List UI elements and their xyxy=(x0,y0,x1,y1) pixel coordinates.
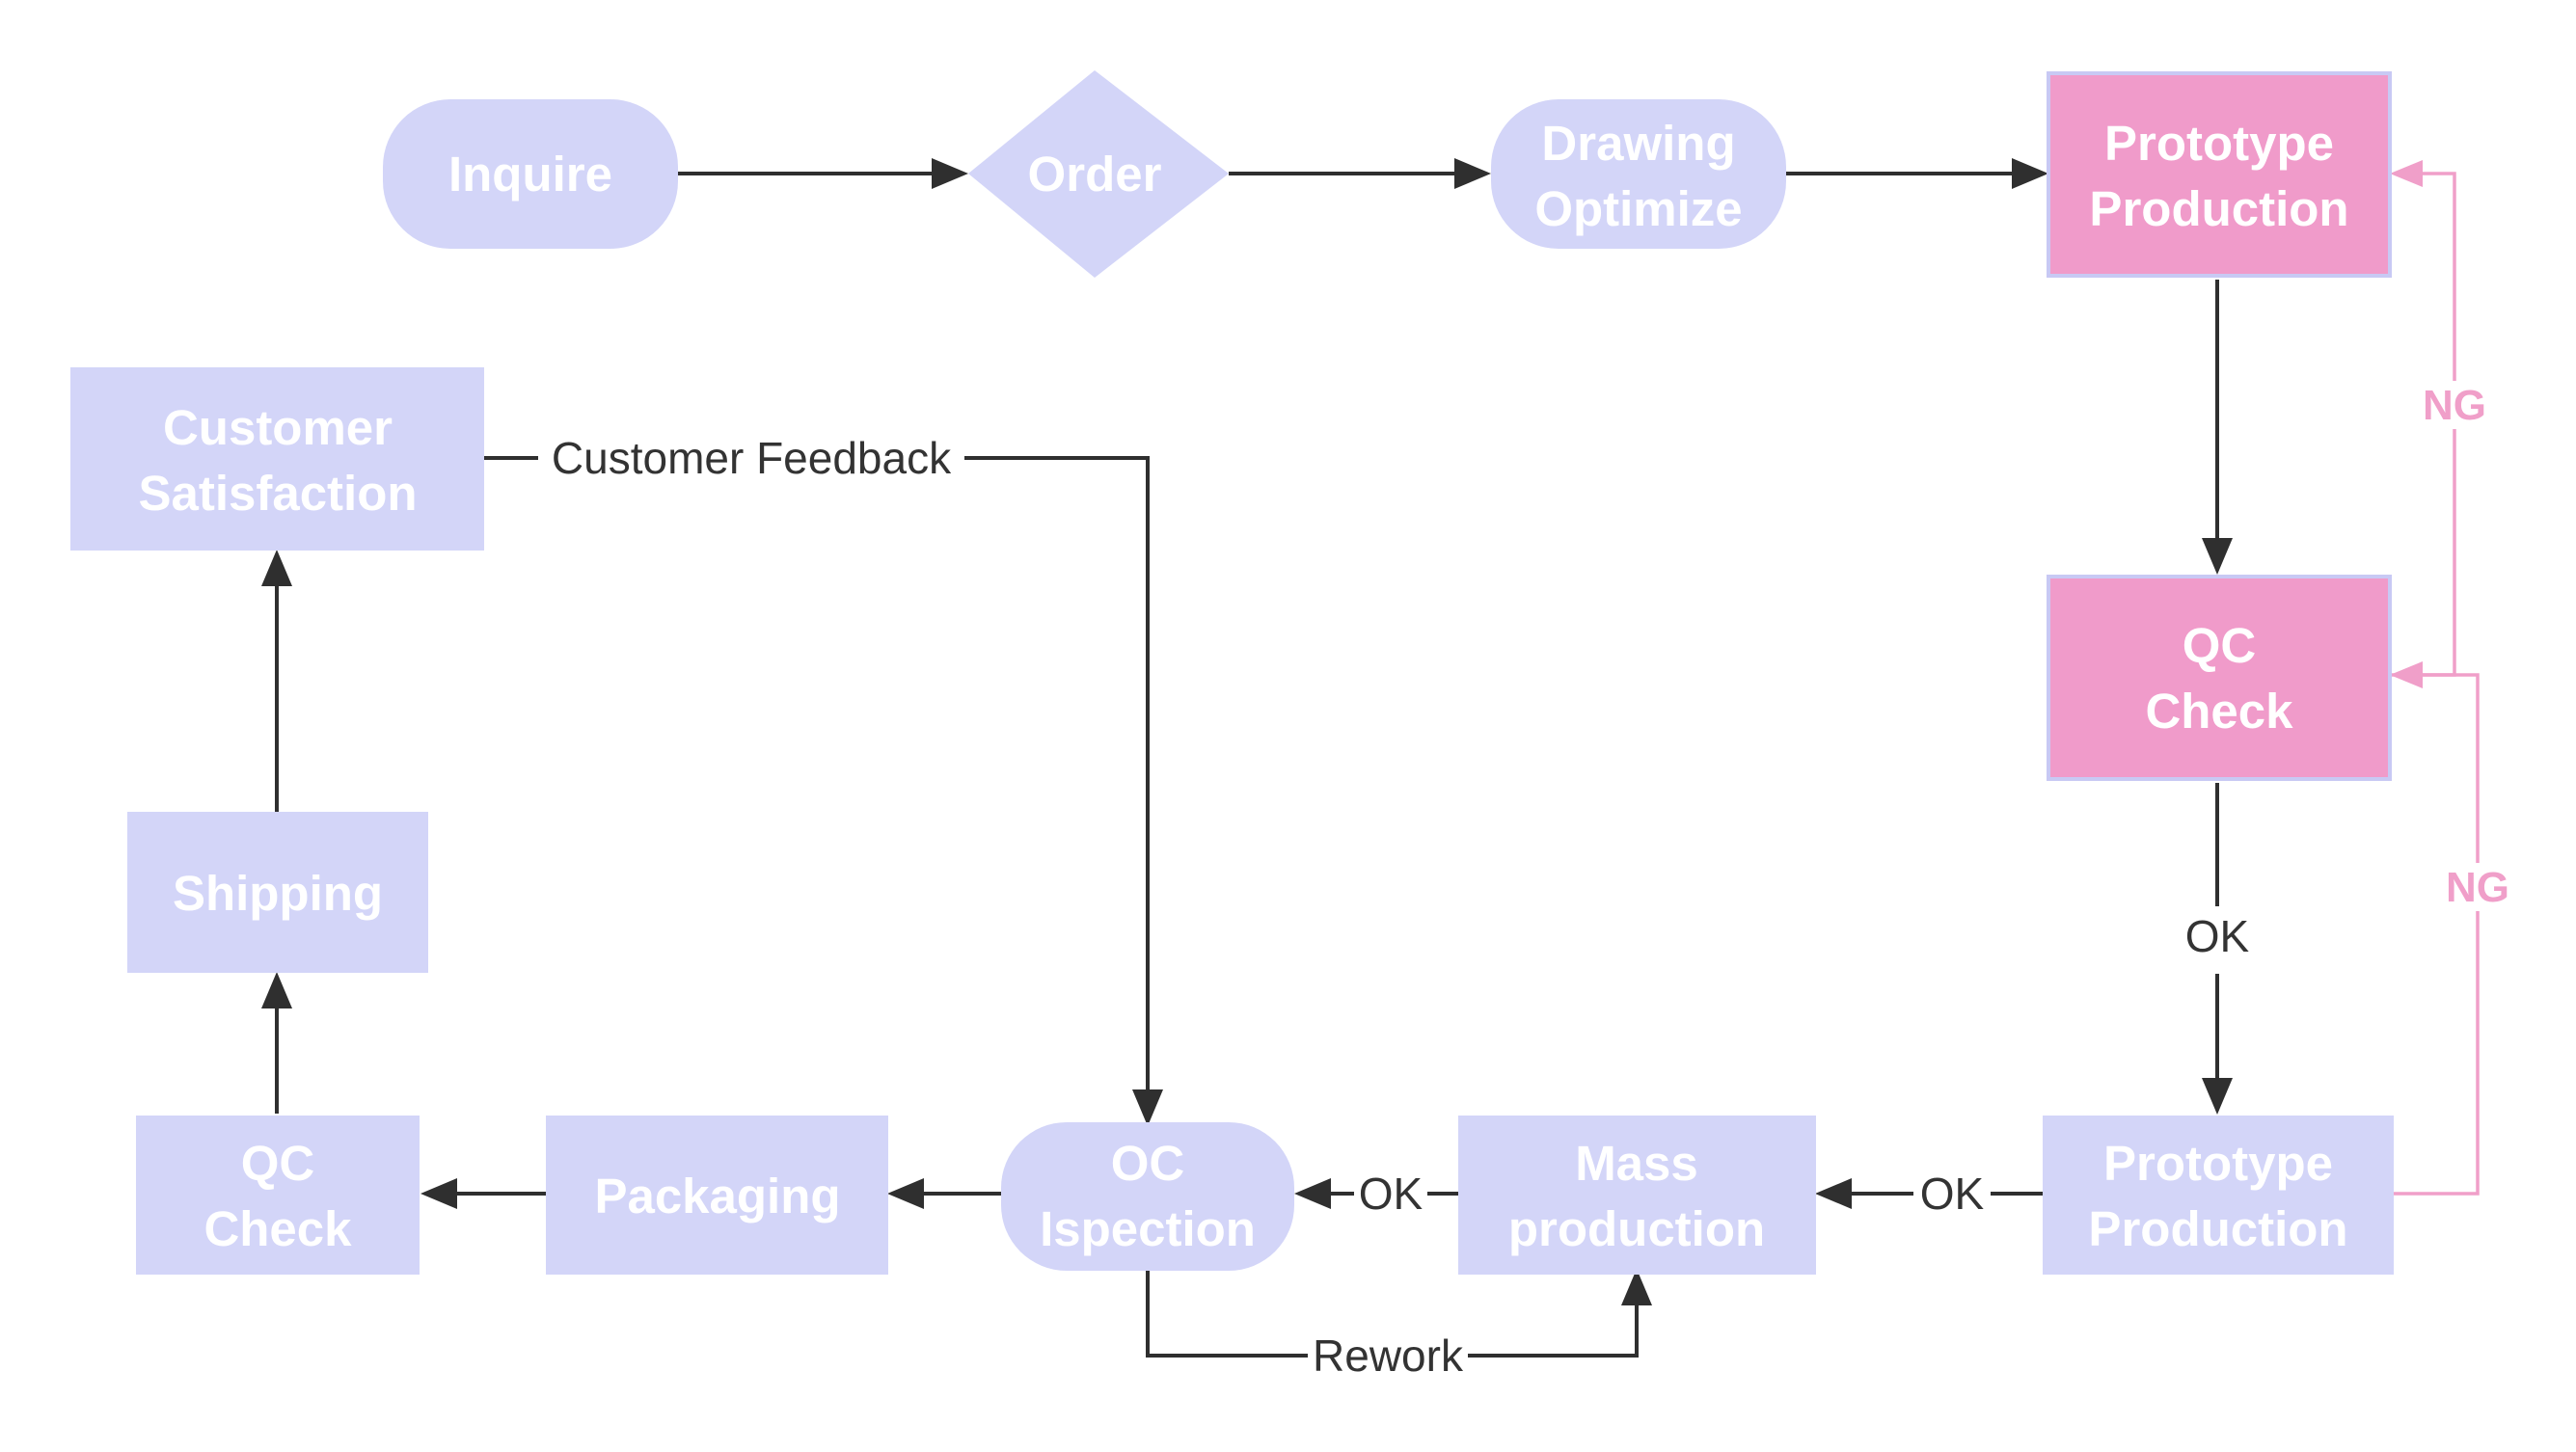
edge-customer-feedback xyxy=(484,456,1163,1126)
edge-label-ok-mass: OK xyxy=(1359,1169,1424,1219)
node-prototype-top-line1: Prototype xyxy=(2104,116,2334,171)
node-packaging[interactable]: Packaging xyxy=(546,1116,888,1275)
edge-label-ok-proto: OK xyxy=(1920,1169,1985,1219)
node-shipping-label: Shipping xyxy=(173,866,383,921)
node-prototype-bottom-line1: Prototype xyxy=(2103,1136,2333,1191)
node-prototype-production-bottom[interactable]: Prototype Production xyxy=(2043,1116,2394,1275)
edge-oc-to-packaging xyxy=(887,1178,1001,1209)
node-customer-satisfaction[interactable]: Customer Satisfaction xyxy=(70,367,484,551)
node-qc-right-line2: Check xyxy=(2145,684,2293,739)
node-drawing-line1: Drawing xyxy=(1541,116,1735,171)
node-packaging-label: Packaging xyxy=(594,1169,840,1223)
node-oc-line1: OC xyxy=(1111,1136,1185,1191)
edge-label-ng-upper: NG xyxy=(2423,382,2486,429)
edge-label-customer-feedback: Customer Feedback xyxy=(552,433,952,483)
node-prototype-bottom-line2: Production xyxy=(2088,1201,2347,1256)
node-customer-line2: Satisfaction xyxy=(138,466,417,521)
node-qc-left-line1: QC xyxy=(241,1136,315,1191)
node-customer-line1: Customer xyxy=(163,400,393,455)
edge-prototype-to-mass xyxy=(1815,1178,2043,1209)
node-drawing-line2: Optimize xyxy=(1534,181,1742,236)
edge-inquire-to-order xyxy=(678,158,968,189)
edge-label-ng-lower: NG xyxy=(2446,864,2509,911)
edge-drawing-to-prototype xyxy=(1786,158,2048,189)
node-drawing-optimize[interactable]: Drawing Optimize xyxy=(1491,99,1786,249)
edge-order-to-drawing xyxy=(1229,158,1491,189)
node-mass-line1: Mass xyxy=(1575,1136,1698,1191)
node-prototype-top-line2: Production xyxy=(2089,181,2348,236)
node-oc-inspection[interactable]: OC Ispection xyxy=(1001,1122,1294,1271)
node-qc-left-line2: Check xyxy=(203,1201,352,1256)
edge-qc-to-shipping xyxy=(261,972,292,1114)
node-inquire[interactable]: Inquire xyxy=(383,99,678,249)
node-prototype-production-top[interactable]: Prototype Production xyxy=(2047,71,2392,278)
node-order-label: Order xyxy=(1028,147,1162,202)
edge-shipping-to-customer xyxy=(261,550,292,812)
node-mass-production[interactable]: Mass production xyxy=(1458,1116,1816,1275)
edge-label-rework: Rework xyxy=(1313,1331,1464,1381)
node-qc-check-left[interactable]: QC Check xyxy=(136,1116,420,1275)
edge-rework xyxy=(1146,1269,1652,1358)
edge-prototype-to-qc xyxy=(2202,280,2233,575)
node-order[interactable]: Order xyxy=(968,70,1229,278)
edge-ng-prototype-to-qc xyxy=(2390,661,2480,1196)
node-shipping[interactable]: Shipping xyxy=(127,812,428,973)
edge-packaging-to-qc xyxy=(420,1178,546,1209)
edge-label-ok-qc: OK xyxy=(2185,911,2250,961)
edge-mass-to-oc xyxy=(1294,1178,1458,1209)
node-oc-line2: Ispection xyxy=(1040,1201,1256,1256)
node-mass-line2: production xyxy=(1508,1201,1765,1256)
node-inquire-label: Inquire xyxy=(448,147,612,202)
node-qc-check-right[interactable]: QC Check xyxy=(2047,575,2392,781)
node-qc-right-line1: QC xyxy=(2183,618,2257,673)
edge-qc-to-prototype-bottom xyxy=(2202,783,2233,1115)
